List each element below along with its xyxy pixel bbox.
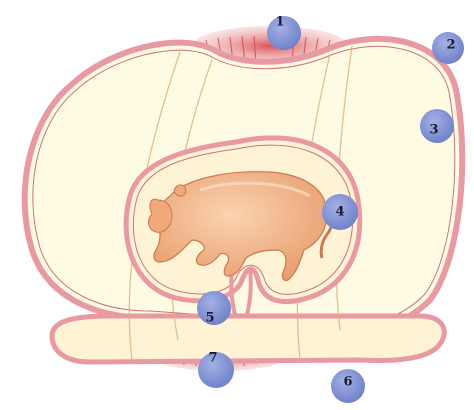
- marker-3: 3: [420, 109, 454, 143]
- marker-7-label: 7: [208, 351, 217, 366]
- marker-6: 6: [331, 369, 365, 403]
- marker-3-label: 3: [429, 123, 438, 138]
- marker-2-label: 2: [446, 38, 455, 53]
- marker-5-label: 5: [205, 311, 214, 326]
- marker-4-label: 4: [335, 205, 344, 220]
- yolk-sac-band: [52, 316, 444, 362]
- marker-1-label: 1: [275, 15, 284, 30]
- marker-6-label: 6: [343, 375, 352, 390]
- marker-4: 4: [322, 194, 358, 230]
- embryo-head: [149, 199, 172, 232]
- marker-1: 1: [267, 15, 301, 51]
- marker-2: 2: [432, 32, 464, 64]
- embryo-ear: [174, 185, 186, 196]
